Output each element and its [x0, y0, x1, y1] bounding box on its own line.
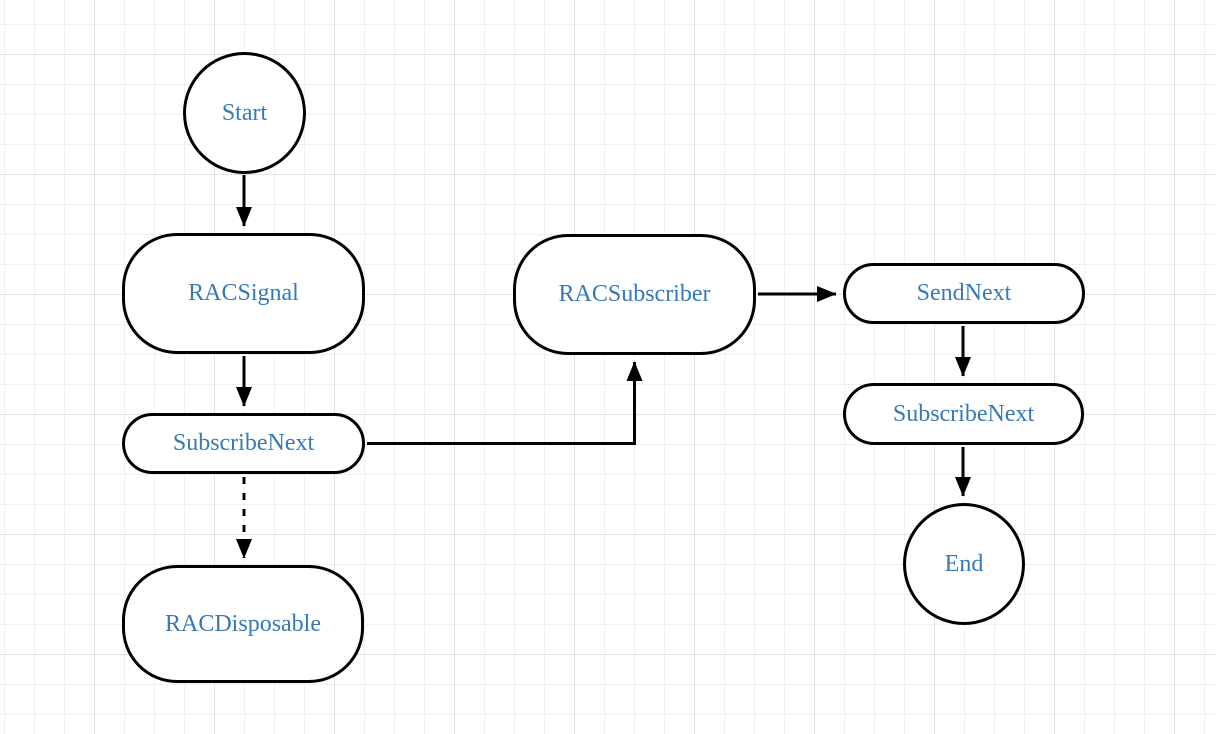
node-racsubscriber[interactable]: RACSubscriber — [513, 234, 756, 355]
node-racsignal[interactable]: RACSignal — [122, 233, 365, 354]
node-racsignal-label: RACSignal — [188, 280, 299, 306]
node-subscribenext-left-label: SubscribeNext — [172, 430, 315, 456]
node-sendnext[interactable]: SendNext — [843, 263, 1085, 324]
node-racsubscriber-label: RACSubscriber — [558, 281, 711, 307]
node-subscribenext-right-label: SubscribeNext — [892, 400, 1035, 427]
node-racdisposable-label: RACDisposable — [165, 610, 321, 637]
node-subscribenext-right[interactable]: SubscribeNext — [843, 383, 1084, 445]
node-end[interactable]: End — [903, 503, 1025, 625]
node-sendnext-label: SendNext — [916, 280, 1012, 306]
node-end-label: End — [944, 550, 984, 577]
node-subscribenext-left[interactable]: SubscribeNext — [122, 413, 365, 474]
node-start-label: Start — [221, 99, 268, 126]
node-start[interactable]: Start — [183, 52, 306, 174]
node-racdisposable[interactable]: RACDisposable — [122, 565, 364, 683]
edge-subscribenext-to-racsubscriber[interactable] — [367, 361, 643, 445]
